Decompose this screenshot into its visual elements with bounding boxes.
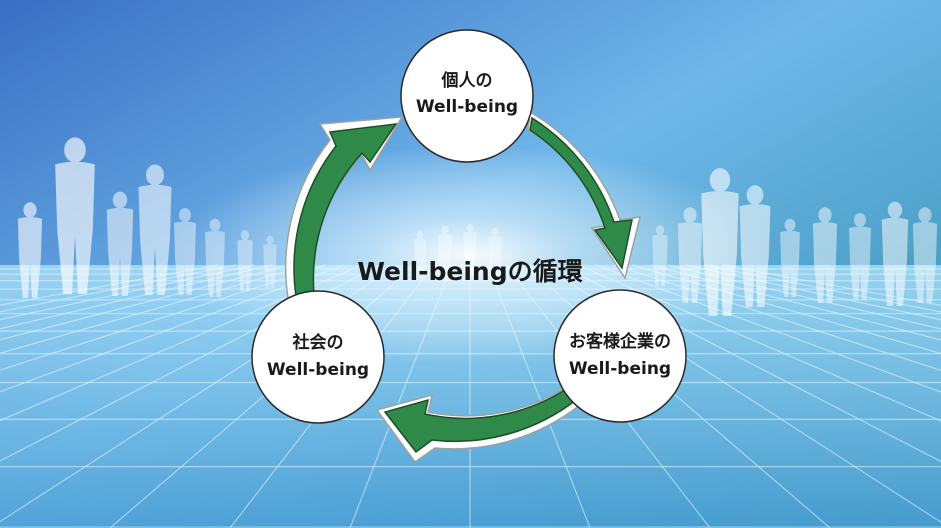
person-silhouette: [780, 218, 800, 297]
person-silhouette: [413, 231, 427, 280]
grid-line: [631, 264, 941, 355]
node-circle: [553, 289, 687, 423]
person-silhouette: [17, 202, 43, 298]
cycle-arrows: [284, 110, 641, 464]
grid-line: [649, 264, 941, 341]
node-client: お客様企業の Well-being: [553, 289, 687, 423]
grid-line: [0, 264, 291, 341]
person-silhouette: [55, 137, 95, 294]
grid-line: [685, 264, 941, 321]
person-silhouette: [739, 185, 771, 307]
node-circle: [251, 290, 385, 424]
arrow-society-to-individual-fill: [293, 123, 398, 297]
person-silhouette: [849, 213, 871, 300]
node-label-line2: Well-being: [267, 360, 369, 380]
grid-line: [667, 264, 941, 330]
person-silhouette: [912, 207, 938, 303]
person-silhouette: [205, 218, 225, 297]
person-silhouette: [174, 208, 196, 295]
arrow-client-to-society-fill: [383, 386, 578, 454]
grid-line: [0, 264, 309, 354]
grid-line: [613, 264, 941, 372]
node-label-line1: 社会の: [292, 332, 344, 353]
grid-line: [0, 264, 237, 313]
grid-line: [0, 264, 327, 371]
node-individual: 個人の Well-being: [400, 29, 534, 163]
person-silhouette: [812, 207, 838, 303]
arrow-individual-to-client-fill: [529, 116, 633, 270]
person-silhouette: [437, 225, 453, 282]
person-silhouette: [463, 223, 477, 276]
person-silhouette: [881, 201, 909, 306]
person-silhouette: [652, 225, 668, 286]
grid-line: [703, 264, 941, 313]
node-society: 社会の Well-being: [251, 290, 385, 424]
center-title: Well-beingの循環: [357, 257, 583, 286]
people-silhouettes: [17, 137, 938, 316]
person-silhouette: [677, 207, 703, 303]
node-label-line2: Well-being: [416, 97, 518, 117]
node-label-line1: 個人の: [441, 70, 493, 91]
grid-line: [0, 264, 273, 330]
grid-line: [0, 264, 255, 321]
node-label-line1: お客様企業の: [569, 331, 671, 352]
person-silhouette: [106, 191, 134, 296]
person-silhouette: [237, 230, 253, 291]
node-circle: [400, 29, 534, 163]
person-silhouette: [488, 227, 502, 280]
person-silhouette: [138, 164, 172, 295]
node-label-line2: Well-being: [569, 359, 671, 379]
person-silhouette: [701, 168, 739, 316]
person-silhouette: [263, 235, 277, 288]
